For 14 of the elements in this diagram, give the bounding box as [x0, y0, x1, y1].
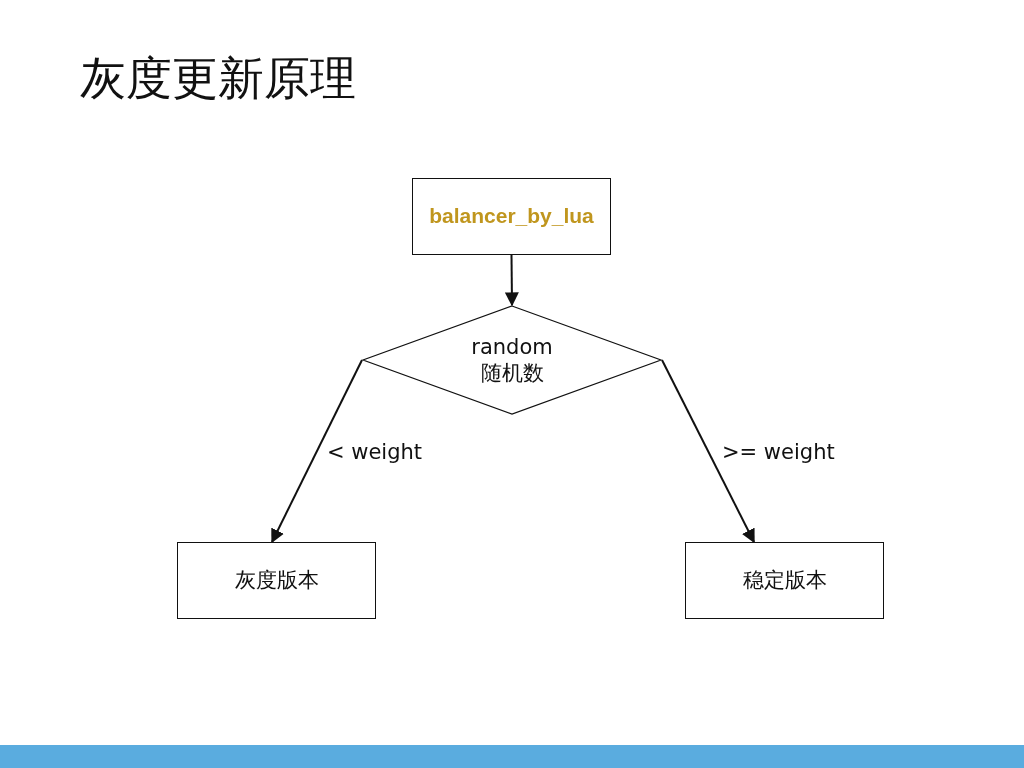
process-box — [412, 178, 611, 255]
node-text: 稳定版本 — [742, 567, 827, 594]
node-text: balancer_by_lua — [429, 203, 594, 230]
arrow — [271, 359, 363, 544]
process-box — [177, 542, 376, 619]
node-text: random 随机数 — [470, 333, 554, 387]
edge-label: >= weight — [722, 440, 835, 464]
decision-diamond — [362, 305, 662, 415]
arrow — [661, 359, 755, 544]
node-text: 灰度版本 — [234, 567, 319, 594]
slide-title: 灰度更新原理 — [80, 50, 356, 107]
edge-label: < weight — [327, 440, 423, 464]
process-box — [685, 542, 884, 619]
arrow — [504, 254, 519, 307]
